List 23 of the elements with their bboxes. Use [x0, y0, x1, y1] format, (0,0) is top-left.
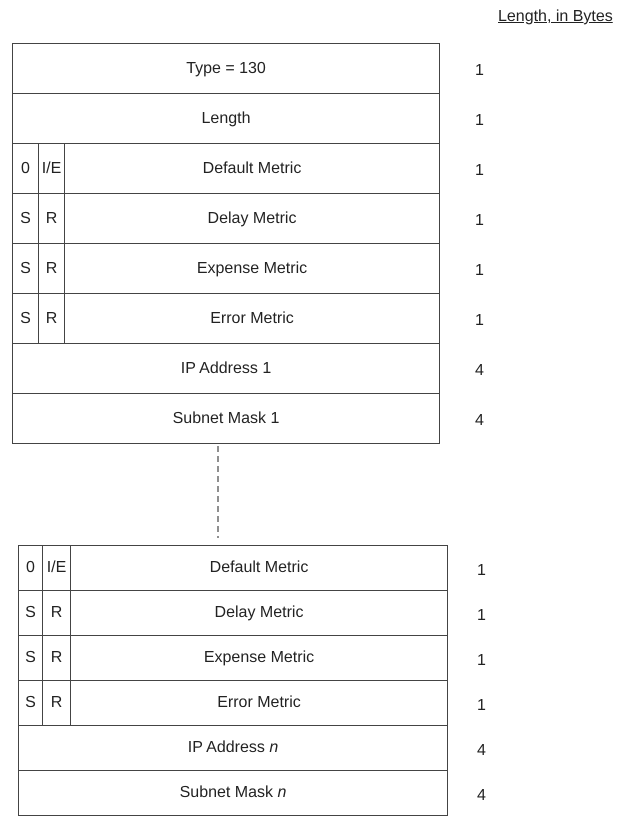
field-cell: IP Address n — [18, 725, 448, 771]
byte-count: 1 — [475, 112, 484, 130]
field-cell: Length — [12, 93, 440, 144]
field-cell: Default Metric — [70, 545, 448, 591]
byte-count: 4 — [475, 362, 484, 380]
field-cell: IP Address 1 — [12, 343, 440, 394]
field-cell: Subnet Mask n — [18, 770, 448, 816]
byte-count: 4 — [475, 412, 484, 430]
byte-count: 1 — [477, 562, 486, 580]
byte-count: 1 — [475, 62, 484, 80]
byte-count: 1 — [477, 696, 486, 714]
byte-count: 1 — [477, 606, 486, 624]
byte-count: 4 — [477, 786, 486, 804]
byte-count: 1 — [475, 162, 484, 180]
byte-count: 1 — [477, 652, 486, 670]
field-cell: Type = 130 — [12, 43, 440, 94]
field-cell: 0 — [18, 545, 43, 591]
byte-count: 1 — [475, 212, 484, 230]
field-cell: Subnet Mask 1 — [12, 393, 440, 444]
column-heading: Length, in Bytes — [498, 8, 613, 26]
byte-count: 4 — [477, 742, 486, 760]
byte-count: 1 — [475, 262, 484, 280]
byte-count: 1 — [475, 312, 484, 330]
